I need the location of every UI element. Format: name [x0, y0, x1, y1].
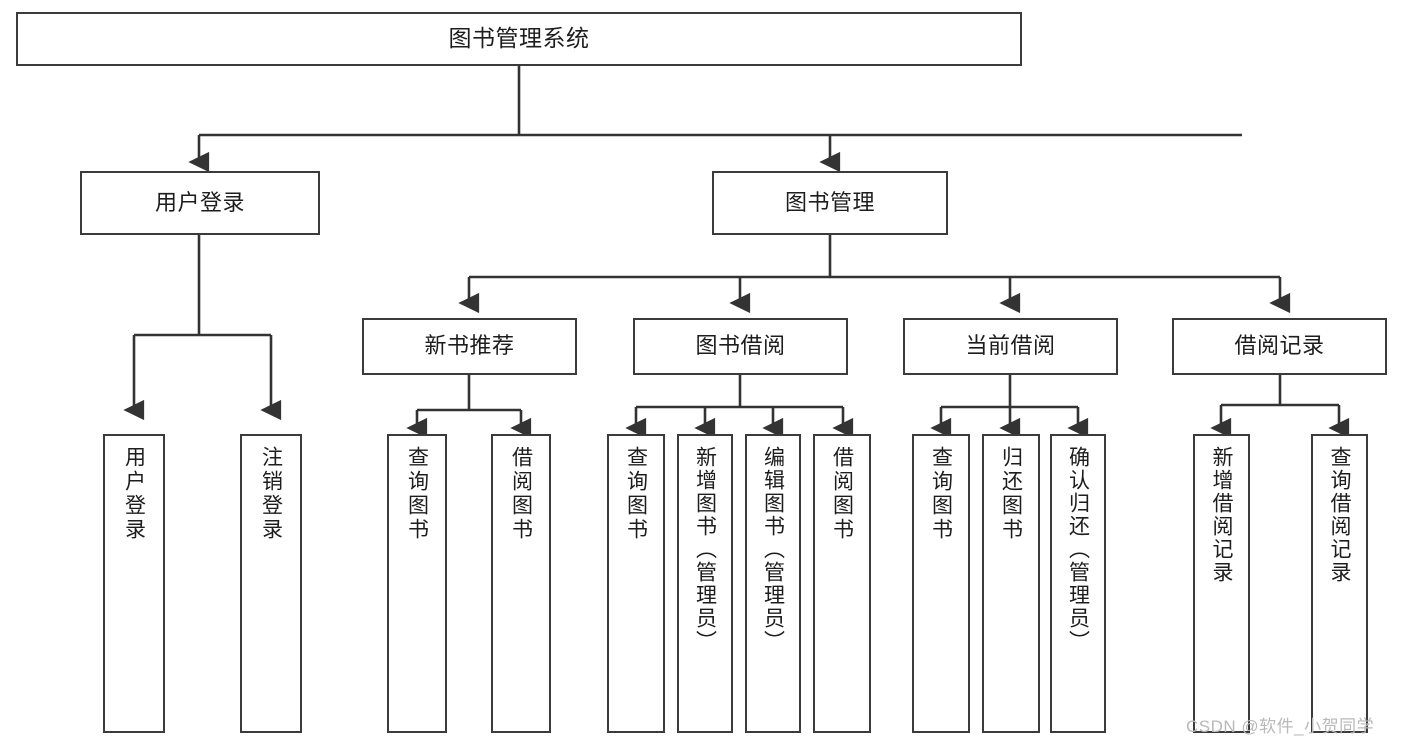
leaf-recommend-borrow-book[interactable]: 借阅图书: [491, 434, 551, 733]
leaf-recommend-query-book-label: 查询图书: [405, 446, 429, 542]
node-book-management-label: 图书管理: [784, 189, 875, 215]
node-new-book-recommend-label: 新书推荐: [424, 333, 515, 359]
leaf-borrow-query-book[interactable]: 查询图书: [607, 434, 665, 733]
leaf-borrow-borrow-book-label: 借阅图书: [830, 446, 854, 542]
leaf-user-login-login-label: 用户登录: [122, 446, 146, 542]
leaf-borrow-edit-book[interactable]: 编辑图书（管理员）: [745, 434, 801, 733]
node-root[interactable]: 图书管理系统: [16, 12, 1022, 66]
node-borrow-records[interactable]: 借阅记录: [1172, 318, 1387, 375]
leaf-records-query-record[interactable]: 查询借阅记录: [1311, 434, 1368, 733]
leaf-user-login-logout-label: 注销登录: [259, 446, 283, 542]
leaf-recommend-borrow-book-label: 借阅图书: [509, 446, 533, 542]
node-user-login[interactable]: 用户登录: [80, 171, 320, 235]
leaf-records-add-record-label: 新增借阅记录: [1210, 446, 1233, 584]
leaf-records-add-record[interactable]: 新增借阅记录: [1193, 434, 1250, 733]
node-book-management[interactable]: 图书管理: [712, 171, 948, 235]
leaf-current-confirm-return[interactable]: 确认归还（管理员）: [1050, 434, 1106, 733]
csdn-watermark: CSDN @软件_小贺同学: [1186, 717, 1375, 736]
node-borrow-records-label: 借阅记录: [1234, 333, 1325, 359]
node-user-login-label: 用户登录: [154, 189, 245, 215]
leaf-borrow-add-book-label: 新增图书（管理员）: [693, 446, 717, 653]
node-book-borrow[interactable]: 图书借阅: [633, 318, 848, 375]
leaf-records-query-record-label: 查询借阅记录: [1328, 446, 1351, 584]
node-current-borrow[interactable]: 当前借阅: [903, 318, 1118, 375]
node-new-book-recommend[interactable]: 新书推荐: [362, 318, 577, 375]
leaf-current-return-book[interactable]: 归还图书: [982, 434, 1040, 733]
leaf-borrow-add-book[interactable]: 新增图书（管理员）: [677, 434, 733, 733]
leaf-borrow-query-book-label: 查询图书: [624, 446, 648, 542]
leaf-borrow-edit-book-label: 编辑图书（管理员）: [761, 446, 785, 653]
node-current-borrow-label: 当前借阅: [965, 333, 1056, 359]
leaf-recommend-query-book[interactable]: 查询图书: [387, 434, 447, 733]
leaf-current-query-book-label: 查询图书: [929, 446, 953, 542]
leaf-user-login-login[interactable]: 用户登录: [103, 434, 165, 733]
leaf-current-return-book-label: 归还图书: [999, 446, 1023, 542]
leaf-current-query-book[interactable]: 查询图书: [912, 434, 970, 733]
leaf-user-login-logout[interactable]: 注销登录: [240, 434, 302, 733]
node-root-label: 图书管理系统: [448, 25, 590, 52]
leaf-current-confirm-return-label: 确认归还（管理员）: [1066, 446, 1090, 653]
node-book-borrow-label: 图书借阅: [695, 333, 786, 359]
leaf-borrow-borrow-book[interactable]: 借阅图书: [813, 434, 871, 733]
